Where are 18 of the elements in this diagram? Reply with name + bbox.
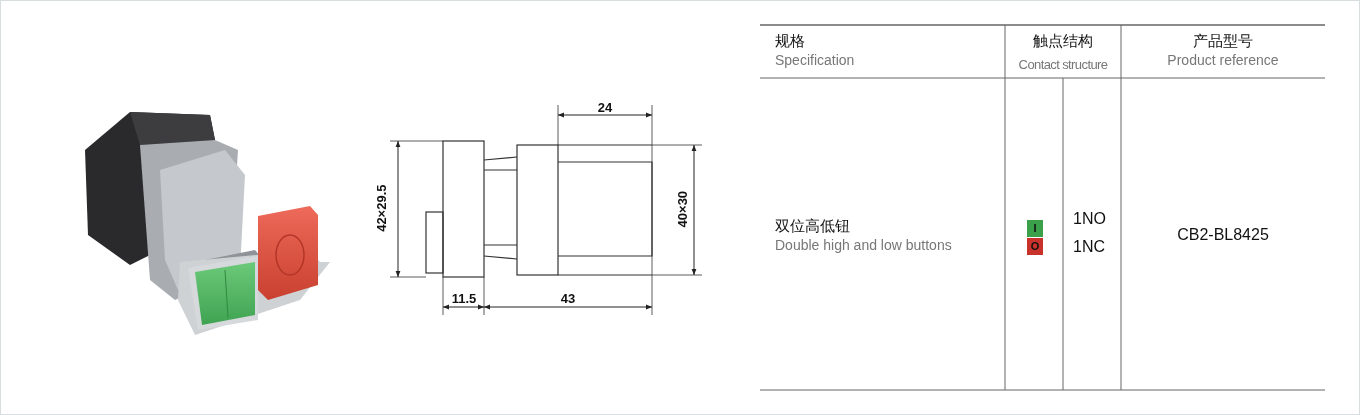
normally-open-symbol: I <box>1027 220 1043 237</box>
normally-closed-symbol: O <box>1027 238 1043 255</box>
product-reference: CB2-BL8425 <box>1176 226 1270 244</box>
header-text: 规格 <box>775 33 805 50</box>
specification-subtext: Double high and low buttons <box>775 238 952 254</box>
dimension-value: 24 <box>596 101 614 116</box>
header-subtext: Contact structure <box>1017 58 1109 73</box>
header-text: 触点结构 <box>1032 33 1094 50</box>
specification-text: 双位高低钮 <box>775 218 850 235</box>
contact-text: 1NC <box>1073 238 1105 256</box>
contact-text: 1NO <box>1073 210 1106 228</box>
dimension-value: 42×29.5 <box>374 183 390 234</box>
header-subtext: Specification <box>775 53 855 69</box>
header-text: 产品型号 <box>1192 33 1254 50</box>
dimension-value: 43 <box>559 292 577 307</box>
dimension-value: 11.5 <box>450 292 478 307</box>
dimension-value: 40×30 <box>675 189 691 230</box>
header-subtext: Product reference <box>1166 53 1280 69</box>
